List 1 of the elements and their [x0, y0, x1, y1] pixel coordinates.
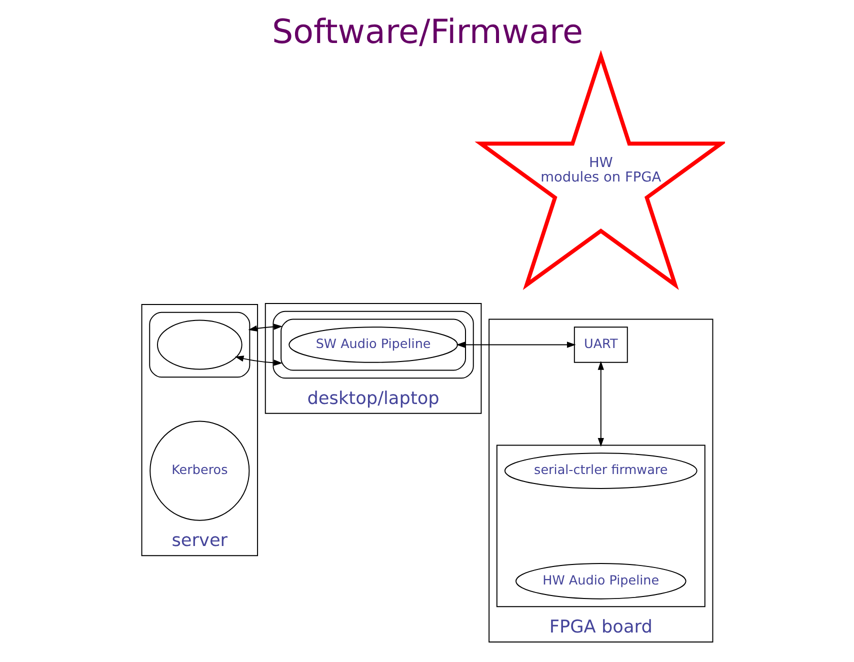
diagram-title: Software/Firmware — [271, 12, 583, 51]
